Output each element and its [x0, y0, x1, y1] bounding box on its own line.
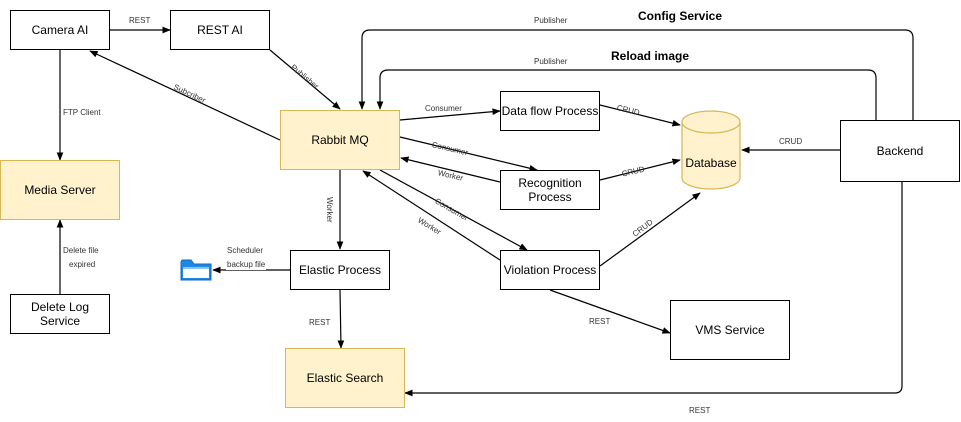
edge-restai-to-rabbitmq — [269, 49, 341, 110]
database-label: Database — [685, 156, 737, 170]
edge-label-delete-file: Delete file — [62, 246, 100, 256]
backend-node: Backend — [840, 120, 960, 182]
edge-label-camera-rest: REST — [128, 16, 152, 26]
edge-rabbitmq-to-dataflow — [399, 108, 501, 121]
database-cylinder — [681, 110, 741, 190]
edge-label-publisher-config: Publisher — [533, 16, 569, 26]
edge-elastic-to-search — [337, 289, 345, 349]
edge-label-publisher-reload: Publisher — [533, 57, 569, 67]
folder-icon — [180, 259, 212, 281]
edge-backend-to-search — [404, 182, 903, 397]
vms-service-node: VMS Service — [670, 300, 790, 360]
edge-recognition-to-db — [599, 158, 681, 181]
edge-rabbitmq-to-camera — [89, 50, 281, 141]
delete-log-service-node: Delete Log Service — [10, 294, 110, 334]
edge-violation-to-vms — [549, 289, 671, 334]
rest-ai-node: REST AI — [170, 10, 270, 50]
edge-rabbitmq-to-recognition — [399, 136, 538, 172]
edge-label-rest-elastic: REST — [308, 318, 332, 328]
elastic-process-node: Elastic Process — [290, 250, 390, 290]
edge-label-crud-backend: CRUD — [778, 137, 804, 147]
camera-ai-node: Camera AI — [10, 10, 110, 50]
data-flow-process-node: Data flow Process — [500, 91, 600, 131]
media-server-node: Media Server — [0, 160, 120, 220]
config-service-heading: Config Service — [638, 9, 723, 23]
edge-rabbitmq-to-violation — [379, 169, 528, 251]
edge-label-rest-vms: REST — [588, 317, 612, 327]
rabbit-mq-node: Rabbit MQ — [280, 110, 400, 170]
edge-config-service — [358, 29, 914, 120]
reload-image-heading: Reload image — [611, 49, 690, 63]
recognition-process-node: Recognition Process — [500, 170, 600, 210]
edge-label-rest-backend: REST — [688, 406, 712, 416]
edge-label-backup-file: backup file — [226, 260, 267, 270]
edge-reload-image — [376, 69, 877, 120]
edge-label-scheduler: Scheduler — [226, 246, 265, 256]
edge-dataflow-to-db — [599, 104, 681, 127]
edge-violation-to-rabbitmq — [362, 170, 501, 261]
edge-recognition-to-rabbitmq — [400, 156, 501, 183]
edge-label-ftp-client: FTP Client — [62, 108, 102, 118]
violation-process-node: Violation Process — [500, 250, 600, 290]
edge-label-worker-elastic: Worker — [325, 197, 334, 223]
edge-label-expired: expired — [68, 260, 97, 270]
elastic-search-node: Elastic Search — [285, 348, 405, 408]
edge-label-consumer-dataflow: Consumer — [425, 104, 462, 113]
edge-violation-to-db — [599, 192, 701, 267]
